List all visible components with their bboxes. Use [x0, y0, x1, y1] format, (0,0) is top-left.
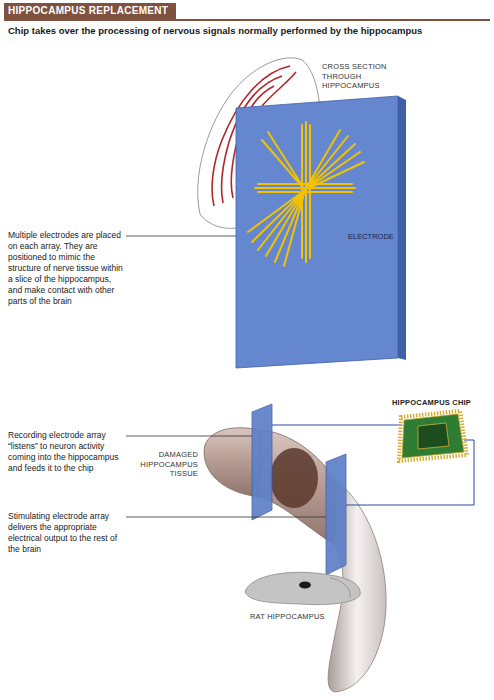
rat-hippocampus-spot: [299, 582, 311, 589]
chip-pins: [399, 411, 467, 461]
stimulating-electrode-array: [326, 454, 346, 575]
part-label: CROSS SECTION THROUGH HIPPOCAMPUS: [322, 62, 394, 91]
callout-text: Multiple electrodes are placed on each a…: [8, 230, 126, 307]
electrode-panel: ELECTRODE: [236, 96, 406, 370]
chip-board: [402, 414, 464, 458]
header-rule: [4, 19, 490, 21]
electrode-pattern: [248, 122, 364, 266]
chip-core: [418, 423, 449, 449]
leader-line: [126, 436, 252, 437]
rat-brain: [245, 572, 360, 604]
header-title: HIPPOCAMPUS REPLACEMENT: [8, 5, 168, 17]
callout-text: Recording electrode array “listens” to n…: [8, 430, 126, 474]
recording-electrode-array: [252, 404, 272, 520]
panel-edge: [398, 96, 406, 360]
signal-wire: [272, 425, 402, 426]
rat-brain-fold: [330, 578, 350, 598]
leader-line: [126, 517, 326, 518]
header-band: [4, 3, 176, 20]
part-label: RAT HIPPOCAMPUS: [250, 612, 335, 622]
node-label: ELECTRODE: [348, 232, 404, 242]
callout-text: Stimulating electrode array delivers the…: [8, 511, 126, 555]
damaged-region: [270, 448, 318, 508]
subtitle: Chip takes over the processing of nervou…: [8, 25, 488, 37]
part-label: HIPPOCAMPUS CHIP: [392, 398, 487, 408]
part-label: DAMAGED HIPPOCAMPUS TISSUE: [130, 450, 198, 479]
leader-line: [126, 236, 236, 237]
